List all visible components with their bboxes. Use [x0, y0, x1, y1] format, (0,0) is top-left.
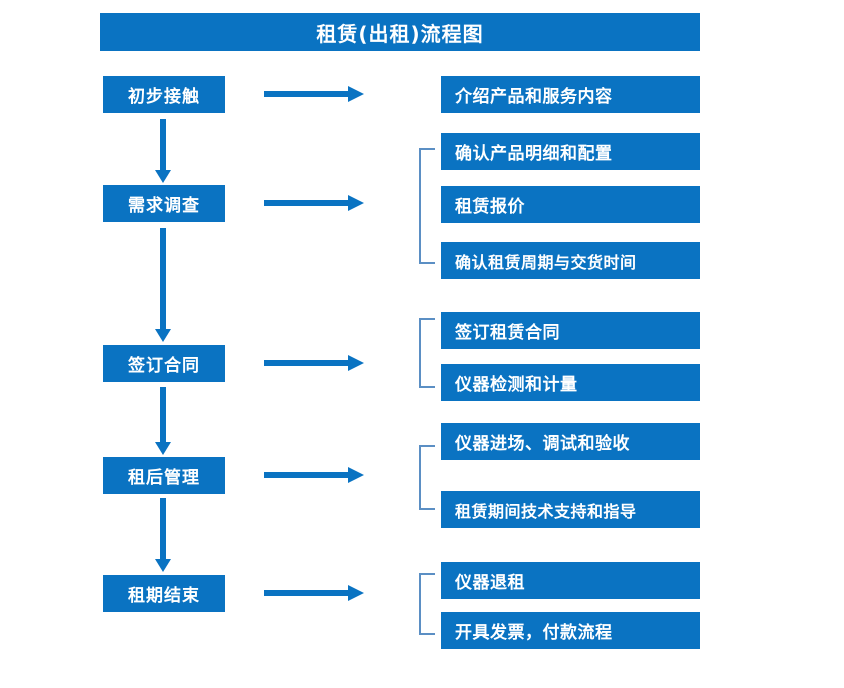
horizontal-arrow-5 — [264, 585, 364, 601]
detail-box-instrument-inspection[interactable]: 仪器检测和计量 — [441, 364, 700, 401]
stage-box-lease-end[interactable]: 租期结束 — [103, 575, 225, 612]
detail-box-instrument-return[interactable]: 仪器退租 — [441, 562, 700, 599]
stage-box-needs-survey[interactable]: 需求调查 — [103, 185, 225, 222]
vertical-arrow-1 — [155, 119, 171, 183]
detail-box-invoice-payment[interactable]: 开具发票，付款流程 — [441, 612, 700, 649]
group-bracket-4 — [419, 445, 435, 510]
stage-box-initial-contact[interactable]: 初步接触 — [103, 76, 225, 113]
vertical-arrow-3 — [155, 387, 171, 455]
horizontal-arrow-1 — [264, 86, 364, 102]
detail-box-confirm-period-delivery[interactable]: 确认租赁周期与交货时间 — [441, 242, 700, 279]
horizontal-arrow-4 — [264, 467, 364, 483]
horizontal-arrow-2 — [264, 195, 364, 211]
detail-box-instrument-onsite-commission[interactable]: 仪器进场、调试和验收 — [441, 423, 700, 460]
group-bracket-3 — [419, 318, 435, 388]
stage-box-sign-contract[interactable]: 签订合同 — [103, 345, 225, 382]
vertical-arrow-4 — [155, 498, 171, 572]
group-bracket-2 — [419, 148, 435, 264]
horizontal-arrow-3 — [264, 355, 364, 371]
page-title: 租赁(出租)流程图 — [100, 13, 700, 51]
stage-box-post-rent-mgmt[interactable]: 租后管理 — [103, 457, 225, 494]
detail-box-sign-rental-contract[interactable]: 签订租赁合同 — [441, 312, 700, 349]
detail-box-intro-products-services[interactable]: 介绍产品和服务内容 — [441, 76, 700, 113]
detail-box-confirm-product-spec[interactable]: 确认产品明细和配置 — [441, 133, 700, 170]
vertical-arrow-2 — [155, 228, 171, 342]
group-bracket-5 — [419, 573, 435, 635]
detail-box-rental-quotation[interactable]: 租赁报价 — [441, 186, 700, 223]
detail-box-technical-support[interactable]: 租赁期间技术支持和指导 — [441, 491, 700, 528]
